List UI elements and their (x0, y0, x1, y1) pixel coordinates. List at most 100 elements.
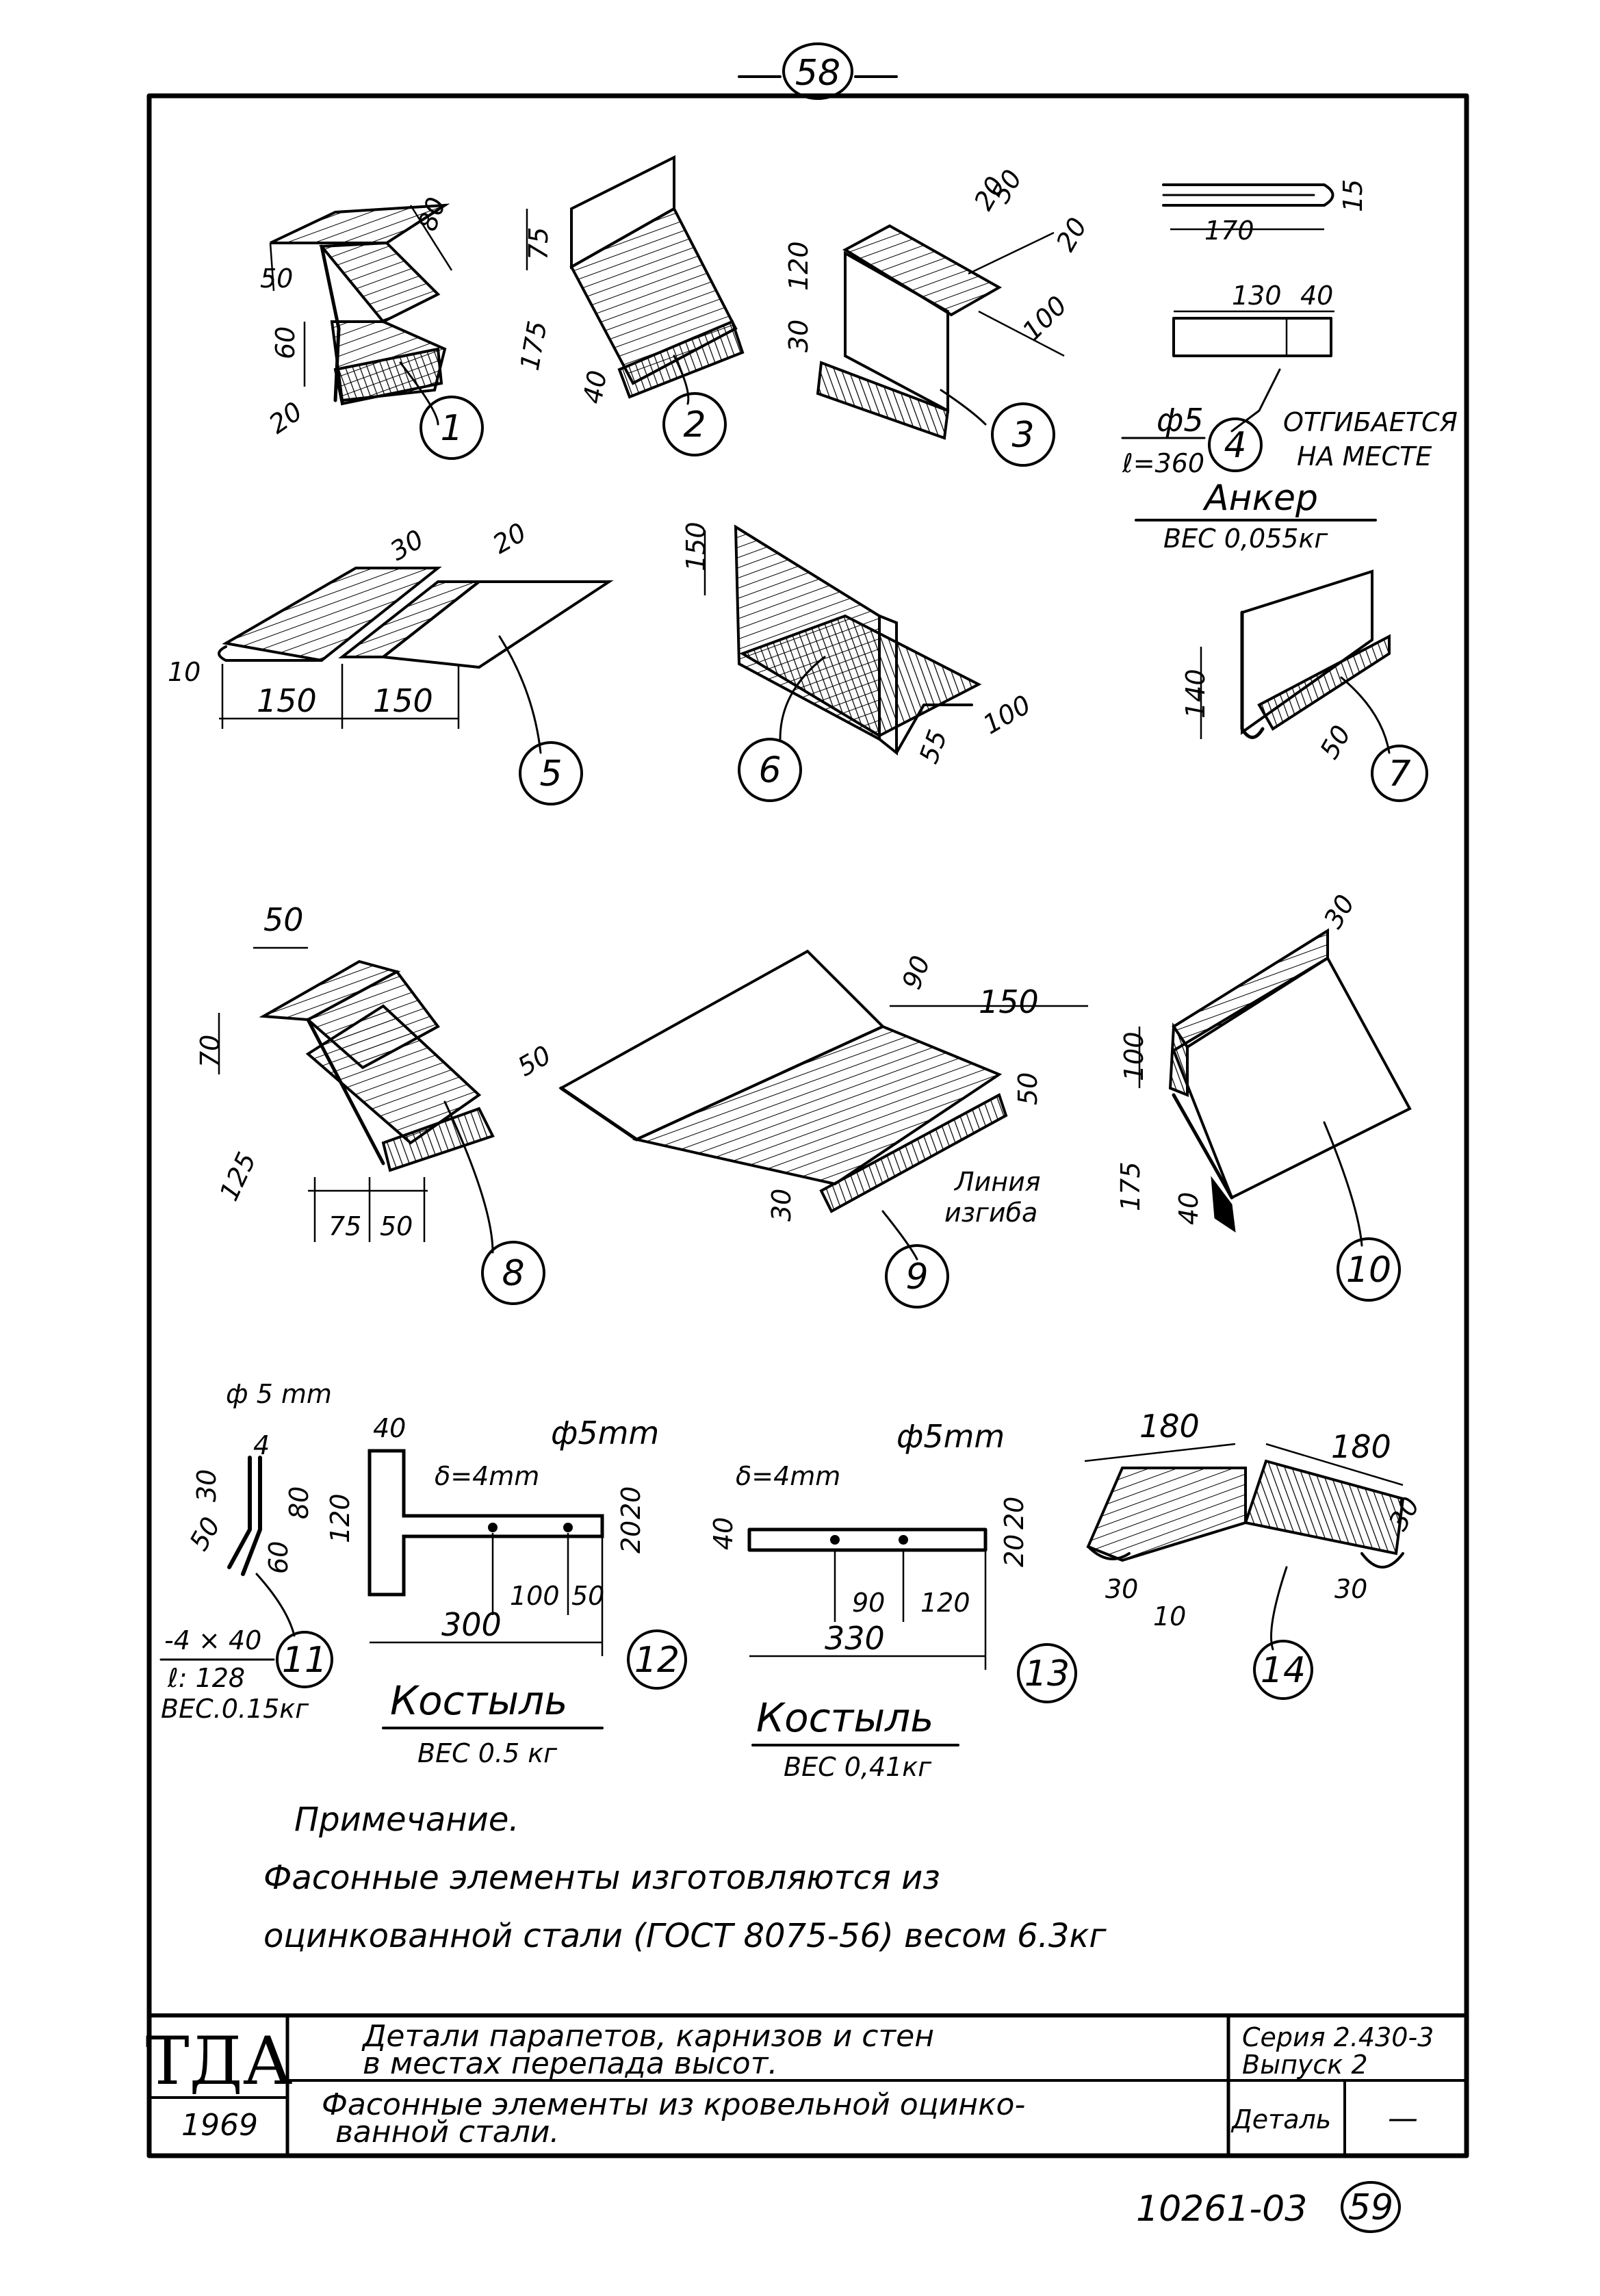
year: 1969 (181, 2108, 258, 2143)
svg-text:ОТГИБАЕТСЯ: ОТГИБАЕТСЯ (1283, 407, 1458, 437)
detail-6: 150 100 55 6 (681, 521, 1036, 802)
note-title: Примечание. (294, 1801, 519, 1839)
svg-text:3: 3 (1011, 415, 1034, 456)
svg-text:ℓ: 128: ℓ: 128 (167, 1663, 245, 1693)
svg-text:15: 15 (1338, 179, 1368, 212)
svg-text:150: 150 (257, 682, 317, 719)
title-block: ТДА 1969 Детали парапетов, карнизов и ст… (146, 2013, 1469, 2158)
svg-text:125: 125 (214, 1148, 262, 1205)
detail-14: 180 180 30 30 10 30 14 (1084, 1408, 1425, 1700)
svg-text:30: 30 (1105, 1574, 1138, 1604)
svg-text:20: 20 (488, 517, 532, 560)
svg-text:80: 80 (412, 194, 452, 235)
svg-text:ℓ=360: ℓ=360 (1122, 448, 1204, 478)
svg-text:30: 30 (784, 320, 814, 352)
svg-text:90: 90 (896, 952, 936, 993)
detail-9: 50 90 150 50 30 Линия изгиба 9 (513, 949, 1088, 1308)
svg-text:14: 14 (1261, 1650, 1306, 1691)
svg-text:20: 20 (999, 1497, 1029, 1530)
svg-text:30: 30 (192, 1469, 222, 1502)
svg-text:ф5mm: ф5mm (551, 1415, 659, 1452)
svg-text:ВЕС 0,055кг: ВЕС 0,055кг (1163, 524, 1328, 554)
svg-text:НА МЕСТЕ: НА МЕСТЕ (1297, 441, 1432, 472)
svg-text:50: 50 (1013, 1072, 1043, 1105)
svg-text:13: 13 (1024, 1653, 1070, 1694)
svg-text:50: 50 (260, 263, 293, 294)
logo: ТДА (146, 2023, 293, 2100)
svg-text:5: 5 (539, 753, 562, 795)
svg-text:11: 11 (282, 1640, 327, 1681)
svg-text:30: 30 (766, 1189, 797, 1222)
svg-text:59: 59 (1348, 2187, 1393, 2228)
detail-12: 40 ф5mm δ=4mm 120 20 20 100 50 300 12 Ко… (325, 1413, 687, 1768)
detail-label: Деталь (1230, 2104, 1331, 2134)
svg-text:изгиба: изгиба (944, 1198, 1037, 1228)
svg-text:150: 150 (373, 682, 433, 719)
detail-13: δ=4mm ф5mm 40 20 20 90 120 330 13 Костыл… (708, 1418, 1077, 1782)
svg-text:50: 50 (571, 1581, 604, 1611)
svg-text:10: 10 (1346, 1250, 1391, 1291)
svg-text:55: 55 (914, 726, 953, 767)
title-line-1: Детали парапетов, карнизов и стен (361, 2019, 934, 2054)
svg-text:4: 4 (1224, 425, 1246, 466)
svg-text:ВЕС 0.5 кг: ВЕС 0.5 кг (417, 1738, 558, 1768)
svg-text:330: 330 (825, 1620, 885, 1657)
svg-text:170: 170 (1204, 216, 1254, 246)
detail-5: 30 20 10 150 150 5 (168, 517, 614, 805)
svg-text:Костыль: Костыль (756, 1694, 933, 1741)
svg-text:4: 4 (253, 1430, 270, 1460)
detail-10: 30 100 175 40 10 (1115, 890, 1412, 1302)
svg-text:6: 6 (758, 750, 781, 791)
svg-text:100: 100 (978, 689, 1036, 740)
subtitle-line-1: Фасонные элементы из кровельной оцинко- (322, 2087, 1025, 2122)
svg-text:150: 150 (979, 983, 1039, 1020)
svg-text:40: 40 (578, 368, 613, 406)
svg-text:50: 50 (1314, 720, 1356, 764)
svg-text:ф5mm: ф5mm (896, 1418, 1005, 1455)
svg-text:50: 50 (513, 1040, 556, 1082)
note-line-2: оцинкованной стали (ГОСТ 8075-56) весом … (263, 1917, 1107, 1955)
svg-text:58: 58 (795, 53, 840, 94)
svg-text:Анкер: Анкер (1202, 478, 1318, 519)
svg-text:40: 40 (373, 1413, 406, 1443)
svg-text:ВЕС.0.15кг: ВЕС.0.15кг (161, 1694, 309, 1724)
svg-text:ВЕС 0,41кг: ВЕС 0,41кг (784, 1752, 932, 1782)
svg-text:Линия: Линия (953, 1167, 1041, 1197)
svg-text:60: 60 (263, 1541, 294, 1574)
detail-8: 50 70 125 75 50 8 (195, 901, 545, 1305)
svg-text:75: 75 (328, 1211, 361, 1241)
detail-value: — (1388, 2101, 1418, 2136)
svg-text:70: 70 (195, 1035, 225, 1068)
svg-text:40: 40 (1300, 281, 1333, 311)
svg-text:8: 8 (502, 1253, 524, 1294)
svg-text:180: 180 (1139, 1408, 1200, 1445)
svg-text:140: 140 (1180, 669, 1211, 719)
sheet-frame (146, 93, 1469, 2158)
detail-11: ф 5 mm 4 30 80 50 60 11 -4 × 40 ℓ: 128 В… (159, 1379, 333, 1724)
svg-text:20: 20 (263, 396, 308, 440)
svg-text:50: 50 (183, 1512, 226, 1556)
series: Серия 2.430-3 (1242, 2022, 1434, 2052)
svg-text:175: 175 (515, 319, 553, 373)
svg-text:30: 30 (1334, 1574, 1367, 1604)
detail-1: 50 80 60 20 1 (260, 194, 484, 460)
svg-text:Костыль: Костыль (390, 1677, 567, 1724)
detail-4: 170 15 130 40 ф5 ℓ=360 4 ОТГИБАЕТСЯ НА М… (1121, 179, 1458, 554)
svg-text:δ=4mm: δ=4mm (736, 1461, 840, 1491)
detail-7: 140 50 7 (1180, 569, 1428, 802)
svg-text:1: 1 (440, 408, 463, 449)
svg-text:9: 9 (905, 1256, 928, 1298)
svg-text:90: 90 (852, 1588, 885, 1618)
subtitle-line-2: ванной стали. (335, 2115, 559, 2150)
svg-text:ф5: ф5 (1157, 402, 1204, 439)
detail-3: 120 30 20 50 20 100 3 (784, 165, 1093, 467)
svg-text:40: 40 (708, 1517, 738, 1550)
svg-text:20: 20 (999, 1534, 1029, 1567)
svg-text:100: 100 (1119, 1031, 1149, 1081)
svg-text:20: 20 (1050, 213, 1093, 257)
svg-text:40: 40 (1174, 1192, 1204, 1225)
issue: Выпуск 2 (1242, 2050, 1368, 2080)
note-line-1: Фасонные элементы изготовляются из (263, 1859, 940, 1897)
svg-text:δ=4mm: δ=4mm (435, 1461, 539, 1491)
